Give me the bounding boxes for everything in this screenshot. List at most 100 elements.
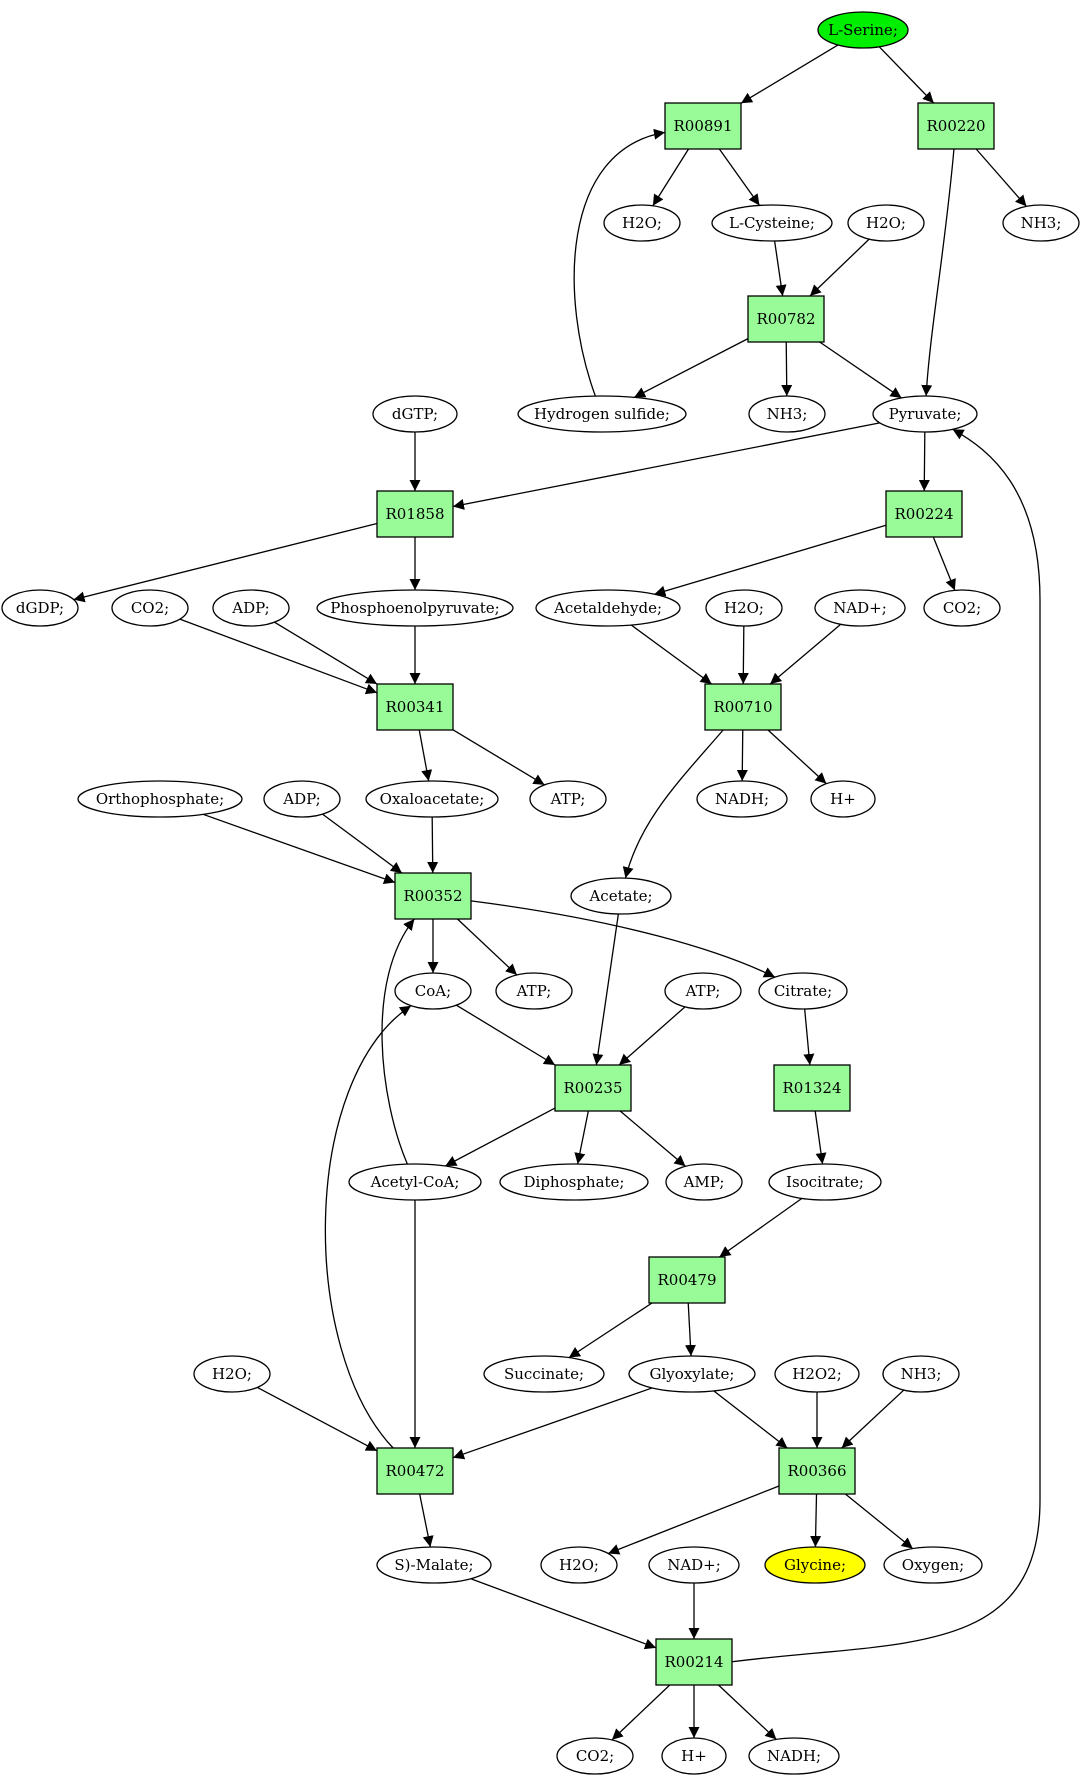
edge-atp_3-to-r00235: [618, 1006, 686, 1066]
node-label: Acetate;: [588, 887, 652, 905]
node-label: H2O;: [622, 214, 662, 232]
node-label: R00224: [894, 505, 953, 523]
compound-node-acetaldehyde: Acetaldehyde;: [535, 589, 681, 627]
compound-node-h2s: Hydrogen sulfide;: [517, 395, 687, 433]
node-label: Orthophosphate;: [96, 790, 224, 808]
compound-node-h2o_3: H2O;: [705, 589, 783, 627]
node-label: R00220: [926, 117, 985, 135]
compound-node-succinate: Succinate;: [483, 1355, 605, 1393]
node-label: R00479: [657, 1271, 716, 1289]
node-label: NH3;: [1021, 214, 1062, 232]
edge-r00366-to-h2o_5: [607, 1485, 780, 1555]
compound-ellipse: [1002, 204, 1080, 242]
compound-ellipse: [758, 972, 848, 1010]
reaction-node-r00224: R00224: [885, 490, 963, 538]
reaction-box: [885, 490, 963, 538]
node-label: AMP;: [683, 1173, 725, 1191]
compound-ellipse: [212, 589, 290, 627]
edge-r00235-to-acetylcoa: [444, 1107, 556, 1167]
compound-ellipse: [664, 972, 742, 1010]
node-label: Glycine;: [784, 1556, 846, 1574]
reaction-node-r00891: R00891: [664, 102, 742, 150]
node-label: NADH;: [715, 790, 769, 808]
reaction-box: [394, 872, 472, 920]
compound-ellipse: [696, 780, 788, 818]
compound-node-hplus_2: H+: [661, 1737, 727, 1775]
edge-adp_2-to-r00352: [322, 813, 403, 874]
edge-r00891-to-lcys: [718, 148, 761, 206]
compound-ellipse: [648, 1546, 740, 1584]
compound-ellipse: [883, 1546, 983, 1584]
edge-smalate-to-r00214: [470, 1578, 657, 1650]
edge-r00220-to-pyruvate: [921, 148, 955, 397]
compound-node-atp_3: ATP;: [664, 972, 742, 1010]
edge-acetate-to-r00235: [592, 913, 620, 1066]
compound-node-amp: AMP;: [665, 1163, 743, 1201]
reaction-node-r00479: R00479: [648, 1256, 726, 1304]
compound-ellipse: [111, 589, 189, 627]
node-label: ATP;: [685, 982, 721, 1000]
node-label: Diphosphate;: [524, 1173, 625, 1191]
node-label: NAD+;: [833, 599, 887, 617]
compound-node-lserine: L-Serine;: [817, 11, 909, 49]
edge-r00710-to-nadh_1: [736, 729, 748, 782]
edge-r00220-to-nh3_1: [975, 148, 1027, 207]
node-label: Phosphoenolpyruvate;: [330, 599, 499, 617]
node-label: NH3;: [767, 405, 808, 423]
compound-ellipse: [365, 780, 499, 818]
edge-orthophosphate-to-r00352: [202, 813, 396, 884]
compound-node-glycine: Glycine;: [764, 1546, 866, 1584]
edge-h2o_4-to-r00472: [257, 1386, 378, 1452]
node-label: Acetaldehyde;: [553, 599, 662, 617]
edge-lserine-to-r00891: [740, 44, 839, 104]
node-label: dGTP;: [392, 405, 438, 423]
edge-r00479-to-glyoxylate: [684, 1302, 696, 1357]
node-label: L-Cysteine;: [729, 214, 815, 232]
edge-r00710-to-hplus_1: [767, 729, 827, 785]
edge-r00235-to-amp: [619, 1110, 686, 1167]
reaction-box: [778, 1447, 856, 1495]
edge-r00214-to-nadh_2: [718, 1684, 777, 1740]
reaction-box: [376, 490, 454, 538]
edge-r00710-to-acetate: [622, 729, 724, 879]
compound-node-nadh_2: NADH;: [748, 1737, 840, 1775]
edge-r00479-to-succinate: [568, 1302, 653, 1359]
edge-lserine-to-r00220: [878, 46, 935, 104]
edge-r00891-to-h2o_1: [652, 148, 690, 207]
compound-ellipse: [661, 1737, 727, 1775]
reaction-node-r00235: R00235: [554, 1064, 632, 1112]
edge-r01858-to-dgdp: [73, 522, 378, 603]
reaction-node-r00220: R00220: [917, 102, 995, 150]
compound-ellipse: [535, 589, 681, 627]
reaction-box: [648, 1256, 726, 1304]
edge-h2s-to-r00891: [573, 128, 666, 397]
node-label: ADP;: [282, 790, 320, 808]
reaction-node-r00472: R00472: [376, 1447, 454, 1495]
compound-node-h2o2: H2O2;: [774, 1355, 860, 1393]
compound-ellipse: [705, 589, 783, 627]
reaction-box: [376, 683, 454, 731]
compound-ellipse: [1, 589, 79, 627]
compound-node-coa: CoA;: [394, 972, 472, 1010]
compound-node-co2_1: CO2;: [111, 589, 189, 627]
compound-node-nh3_3: NH3;: [882, 1355, 960, 1393]
reaction-box: [376, 1447, 454, 1495]
node-label: CoA;: [415, 982, 451, 1000]
compound-node-nh3_2: NH3;: [748, 395, 826, 433]
edge-r00214-to-pyruvate: [731, 428, 1041, 1663]
edge-co2_1-to-r00341: [179, 618, 378, 695]
node-label: H2O;: [212, 1365, 252, 1383]
compound-node-co2_2: CO2;: [923, 589, 1001, 627]
compound-node-atp_1: ATP;: [529, 780, 607, 818]
compound-node-acetylcoa: Acetyl-CoA;: [348, 1163, 482, 1201]
reaction-box: [704, 683, 782, 731]
compound-ellipse: [748, 1737, 840, 1775]
reaction-node-r00782: R00782: [747, 295, 825, 343]
compound-node-h2o_5: H2O;: [540, 1546, 618, 1584]
node-label: CO2;: [576, 1747, 614, 1765]
edge-r00782-to-pyruvate: [819, 341, 902, 399]
node-label: Oxaloacetate;: [380, 790, 485, 808]
reaction-node-r00366: R00366: [778, 1447, 856, 1495]
